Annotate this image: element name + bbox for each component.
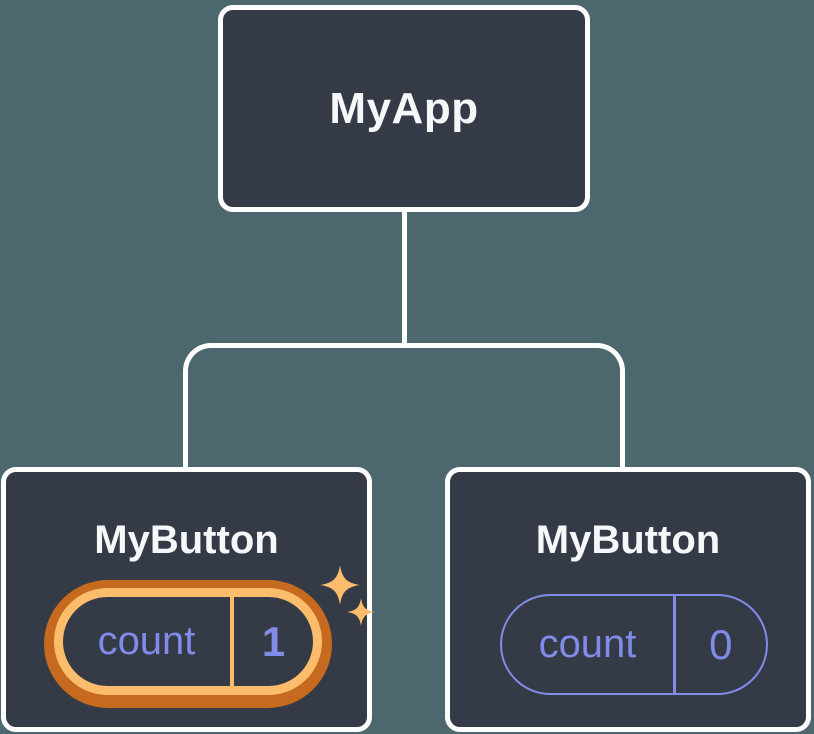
myapp-label: MyApp (329, 83, 479, 133)
pill-divider (673, 596, 676, 693)
sparkle-icon-small (347, 598, 375, 626)
mybutton-left-label: MyButton (94, 518, 279, 562)
component-box-mybutton-left: MyButton count 1 (1, 467, 375, 732)
state-value-cell: 0 (676, 596, 767, 693)
state-value-cell: 1 (234, 597, 313, 686)
mybutton-right-label: MyButton (535, 518, 721, 562)
sparkle-icon-large (320, 565, 360, 605)
state-key-cell: count (63, 597, 230, 686)
state-key-label: count (538, 622, 637, 666)
state-key-label: count (97, 619, 196, 663)
component-box-myapp: MyApp (218, 5, 590, 212)
connector-bracket (183, 343, 625, 467)
state-pill-highlighted: count 1 (44, 580, 332, 708)
state-key-cell: count (502, 596, 673, 693)
state-value: 0 (709, 620, 733, 668)
state-pill-inner: count 1 (54, 588, 322, 695)
state-value: 1 (261, 617, 286, 665)
connector-stem (402, 212, 407, 348)
pill-divider (230, 597, 234, 686)
state-pill-default: count 0 (500, 594, 768, 695)
component-box-mybutton-right: MyButton count 0 (445, 467, 811, 732)
